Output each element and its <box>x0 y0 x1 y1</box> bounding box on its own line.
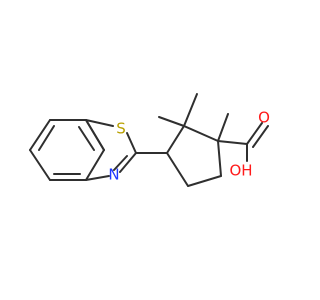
bond-cyclopentane-1 <box>166 152 189 187</box>
methyl-bond-right <box>217 113 229 142</box>
methyl-bond-left <box>158 116 185 127</box>
bond-carbonyl-left <box>246 122 263 145</box>
nitrogen-label: N <box>108 166 119 184</box>
bond-benzene-1 <box>29 119 51 151</box>
bond-benzene-4 <box>85 149 105 181</box>
double-bond-benzene-a <box>38 125 55 151</box>
bond-cyclopentane-4 <box>183 125 219 142</box>
bond-acid-carbon <box>217 140 248 145</box>
bond-carbonyl-right <box>252 125 269 148</box>
hydroxyl-label: OH <box>229 162 252 180</box>
bond-thiazole-5 <box>85 119 105 151</box>
cyclopentane-ring <box>166 125 222 187</box>
bond-thiazole-2 <box>126 132 137 154</box>
bond-cyclopentane-2 <box>187 175 222 187</box>
methyl-bond-top <box>183 93 198 127</box>
bond-thiazole-4 <box>85 175 110 181</box>
structure-canvas: S N O OH <box>29 93 270 187</box>
bond-thiazole-1 <box>85 119 114 127</box>
double-bond-benzene-b <box>78 126 95 151</box>
benzene-ring <box>29 119 105 181</box>
bond-cyclopentane-5 <box>166 125 185 154</box>
bond-thiazole-3 <box>119 152 137 173</box>
carbonyl-oxygen-label: O <box>258 109 270 127</box>
bond-cyclopentane-3 <box>217 140 222 177</box>
molecule-structure: S N O OH <box>29 93 270 187</box>
double-bond-cn <box>113 155 128 171</box>
thiazole-ring <box>85 119 137 181</box>
sulfur-label: S <box>116 120 126 138</box>
bond-benzene-6 <box>29 149 51 181</box>
